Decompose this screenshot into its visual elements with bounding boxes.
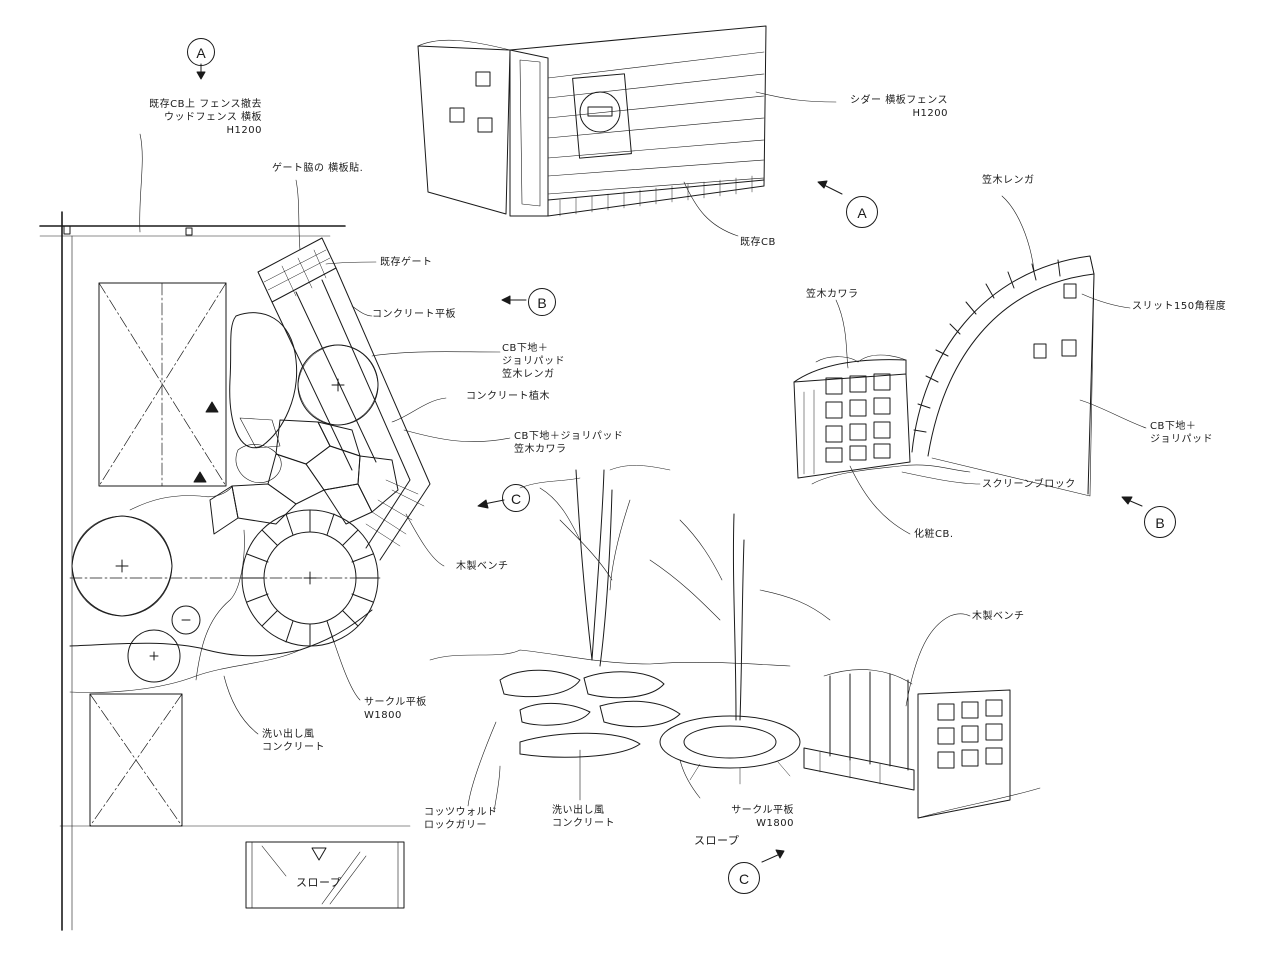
label-slope-elevation: スロープ [694,834,740,847]
label-concrete-slab: コンクリート平板 [372,309,456,320]
label-coping-kawara: 笠木カワラ [806,289,859,300]
label-cb-base-kawara: CB下地＋ジョリパッド 笠木カワラ [514,431,624,455]
section-marker-c-elevation: C [728,862,760,894]
label-washed-concrete-elevation: 洗い出し風 コンクリート [552,805,615,829]
label-existing-gate: 既存ゲート [380,257,433,268]
label-concrete-planter: コンクリート植木 [466,391,550,402]
plan-view-linework [39,133,511,931]
label-washed-concrete-plan: 洗い出し風 コンクリート [262,729,325,753]
label-existing-cb: 既存CB [740,237,776,248]
elevation-a-linework [417,25,837,237]
section-marker-b-elevation: B [1144,506,1176,538]
label-slit: スリット150角程度 [1132,301,1227,312]
elevation-b-linework [793,195,1147,535]
label-circle-paving-plan: サークル平板 W1800 [364,697,427,721]
label-slope-plan: スロープ [296,876,342,889]
section-marker-a-plan: A [187,38,215,66]
label-wood-bench-plan: 木製ベンチ [456,561,509,572]
section-marker-c-plan: C [502,484,530,512]
label-cb-base-bricks: CB下地＋ ジョリパッド 笠木レンガ [502,343,565,380]
section-marker-b-plan: B [528,288,556,316]
elevation-c-linework [429,465,1041,819]
label-circle-paving-elevation: サークル平板 W1800 [731,805,794,829]
label-fence-removal: 既存CB上 フェンス撤去 ウッドフェンス 横板 H1200 [149,99,262,136]
label-gate-side-panel: ゲート脇の 横板貼. [272,163,364,174]
label-decor-cb: 化粧CB. [914,529,954,540]
label-wood-bench-elevation: 木製ベンチ [972,611,1025,622]
label-cedar-fence: シダー 横板フェンス H1200 [850,95,948,119]
section-marker-a-elevation: A [846,196,878,228]
label-cotswold-rockery: コッツウォルド ロックガリー [424,807,498,831]
label-screen-block: スクリーンブロック [982,479,1076,490]
label-coping-brick: 笠木レンガ [982,175,1035,186]
label-cb-jolypate: CB下地＋ ジョリパッド [1150,421,1213,445]
